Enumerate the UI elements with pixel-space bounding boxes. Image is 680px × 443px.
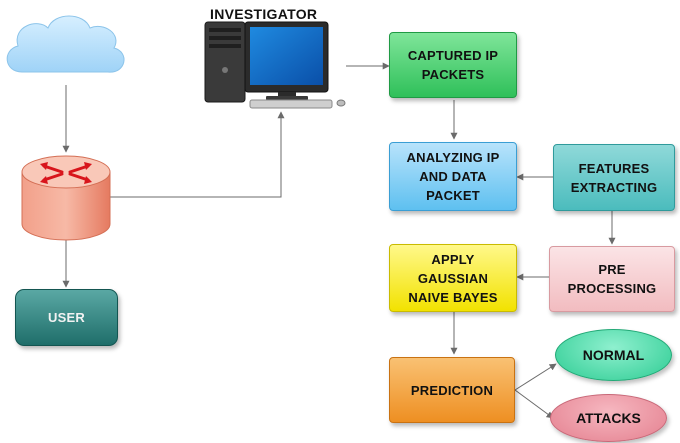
captured-ip-packets-node: CAPTURED IP PACKETS: [389, 32, 517, 98]
connector-router-investigator: [110, 111, 285, 198]
connector-prediction-attacks: [514, 389, 554, 419]
investigator-label: INVESTIGATOR: [210, 6, 318, 22]
prediction-node: PREDICTION: [389, 357, 515, 423]
user-node: USER: [15, 289, 118, 346]
router-icon: [21, 155, 111, 241]
features-extracting-node: FEATURES EXTRACTING: [553, 144, 675, 211]
computer-icon: [204, 21, 346, 109]
pre-processing-node: PRE PROCESSING: [549, 246, 675, 312]
analyzing-ip-node: ANALYZING IP AND DATA PACKET: [389, 142, 517, 211]
cloud-icon: [6, 15, 125, 73]
attacks-node: ATTACKS: [550, 394, 667, 442]
normal-node: NORMAL: [555, 329, 672, 381]
gaussian-naive-bayes-node: APPLY GAUSSIAN NAIVE BAYES: [389, 244, 517, 312]
connector-prediction-normal: [514, 363, 557, 391]
